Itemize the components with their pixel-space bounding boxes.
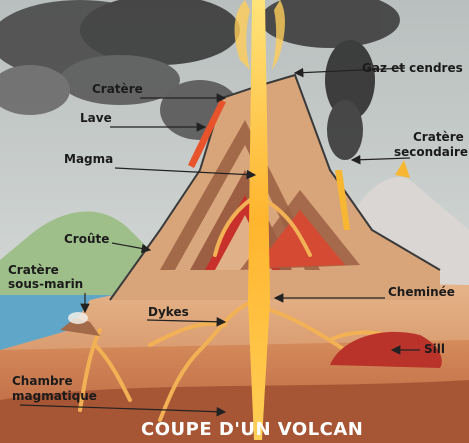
label-cratere-secondaire-1: Cratère: [413, 130, 464, 144]
label-dykes: Dykes: [148, 305, 189, 319]
label-lave: Lave: [80, 111, 112, 125]
label-cratere-secondaire-2: secondaire: [394, 145, 468, 159]
label-chambre-2: magmatique: [12, 389, 97, 403]
label-croute: Croûte: [64, 232, 109, 246]
label-chambre-1: Chambre: [12, 374, 73, 388]
label-magma: Magma: [64, 152, 113, 166]
label-cratere-sous-marin-2: sous-marin: [8, 277, 83, 291]
diagram-title: COUPE D'UN VOLCAN: [141, 419, 363, 440]
label-sill: Sill: [424, 342, 445, 356]
label-gaz-cendres: Gaz et cendres: [362, 61, 463, 75]
label-cratere: Cratère: [92, 82, 143, 96]
label-cheminee: Cheminée: [388, 285, 455, 299]
label-cratere-sous-marin-1: Cratère: [8, 263, 59, 277]
